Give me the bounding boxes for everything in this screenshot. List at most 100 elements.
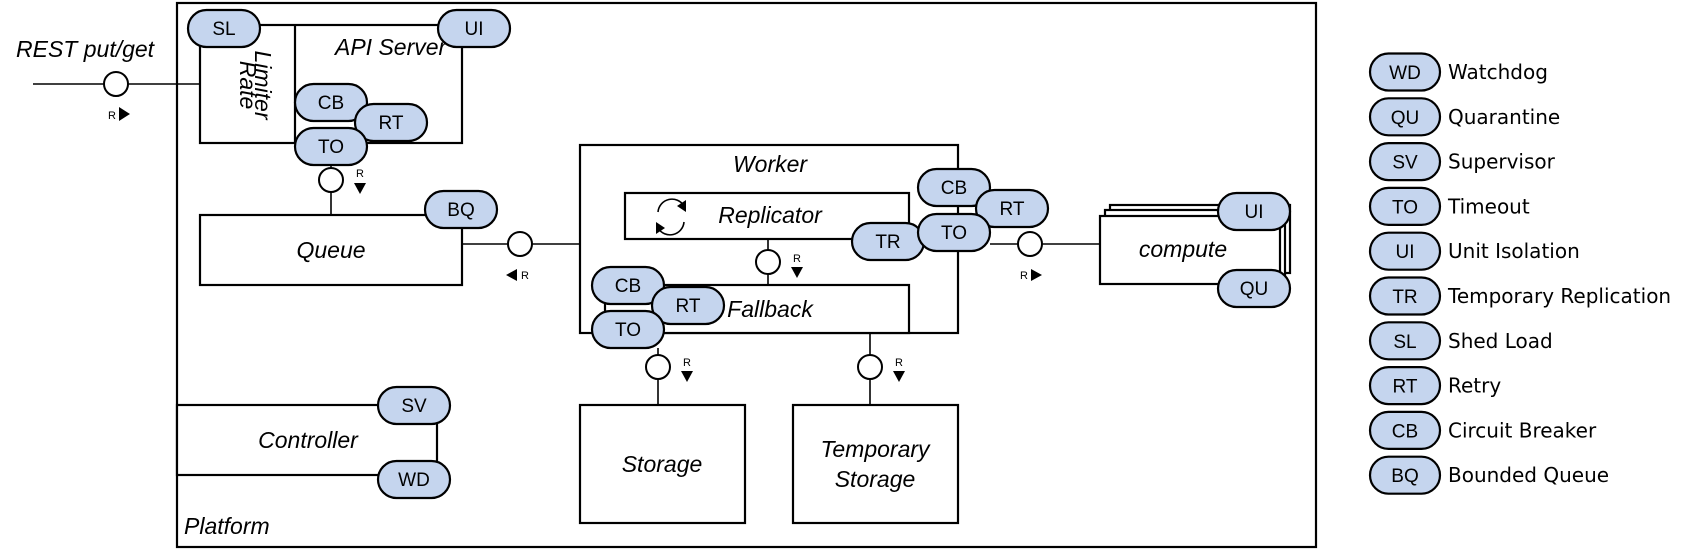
legend-name: Temporary Replication xyxy=(1447,284,1671,308)
bq-badge-label: BQ xyxy=(447,200,474,221)
fallback-label: Fallback xyxy=(727,296,814,322)
worker-label: Worker xyxy=(733,151,808,177)
legend-badge-label: QU xyxy=(1391,108,1420,129)
legend-name: Quarantine xyxy=(1448,105,1560,129)
compute-label: compute xyxy=(1139,236,1227,262)
legend-item: BQ Bounded Queue xyxy=(1368,455,1609,495)
wd-badge-label: WD xyxy=(398,470,430,491)
rt-badge-fallback xyxy=(650,285,726,326)
ui-badge-api-label: UI xyxy=(465,19,484,40)
legend-badge-label: TR xyxy=(1392,287,1417,308)
legend-badge xyxy=(1368,142,1442,182)
qu-badge-label: QU xyxy=(1240,279,1269,300)
storage-box xyxy=(578,403,747,525)
wd-badge xyxy=(376,459,452,500)
rt-badge-api xyxy=(353,102,429,143)
legend-item: WD Watchdog xyxy=(1368,52,1548,92)
worker-compute-r-label: R xyxy=(1020,270,1028,282)
legend-item: CB Circuit Breaker xyxy=(1368,410,1597,450)
legend-name: Retry xyxy=(1448,374,1501,398)
legend-badge xyxy=(1368,366,1442,406)
storage-label: Storage xyxy=(622,451,703,477)
legend-item: SL Shed Load xyxy=(1368,321,1553,361)
sl-badge xyxy=(186,8,262,49)
rt-badge-worker-label: RT xyxy=(1000,199,1025,220)
queue-worker-interface-circle xyxy=(507,231,533,257)
legend-badge xyxy=(1368,276,1442,316)
ui-badge-compute-label: UI xyxy=(1245,202,1264,223)
legend-badge-label: TO xyxy=(1392,197,1418,218)
queue-worker-r-label: R xyxy=(521,270,529,282)
legend-badge xyxy=(1368,52,1442,92)
to-badge-worker-label: TO xyxy=(941,223,967,244)
cb-badge-api-label: CB xyxy=(318,93,344,114)
legend-badge-label: CB xyxy=(1392,421,1418,442)
legend-item: QU Quarantine xyxy=(1368,97,1560,137)
api-queue-interface-circle xyxy=(318,167,344,193)
legend-name: Timeout xyxy=(1447,194,1530,218)
ui-badge-compute xyxy=(1216,191,1292,232)
replicator-fallback-r-label: R xyxy=(793,253,801,265)
fallback-storage-r-label: R xyxy=(683,357,691,369)
fallback-tempstorage-r-arrow xyxy=(893,371,905,382)
platform-label: Platform xyxy=(184,513,270,539)
legend-item: TR Temporary Replication xyxy=(1368,276,1671,316)
replicator-label: Replicator xyxy=(718,202,823,228)
legend-badge-label: SL xyxy=(1393,332,1416,353)
legend-badge xyxy=(1368,410,1442,450)
cb-badge-fallback xyxy=(590,265,666,306)
to-badge-fallback xyxy=(590,309,666,350)
legend-name: Watchdog xyxy=(1448,60,1548,84)
worker-compute-interface-circle xyxy=(1017,231,1043,257)
cb-badge-worker-label: CB xyxy=(941,178,967,199)
rest-r-label: R xyxy=(108,110,116,122)
queue-label: Queue xyxy=(296,237,365,263)
tr-badge-label: TR xyxy=(875,232,900,253)
legend-badge xyxy=(1368,321,1442,361)
rate-label: Rate xyxy=(235,61,261,110)
legend-name: Unit Isolation xyxy=(1448,239,1580,263)
rest-r-arrow xyxy=(119,107,130,121)
legend-badge xyxy=(1368,231,1442,271)
api-server-label: API Server xyxy=(333,34,448,60)
fallback-storage-r-arrow xyxy=(681,371,693,382)
rt-badge-fallback-label: RT xyxy=(676,296,701,317)
refresh-icon xyxy=(656,198,686,236)
ui-badge-api xyxy=(436,8,512,49)
to-badge-worker xyxy=(916,212,992,253)
cb-badge-api xyxy=(293,82,369,123)
legend-badge-label: WD xyxy=(1389,63,1421,84)
controller-label: Controller xyxy=(258,427,359,453)
rest-label: REST put/get xyxy=(16,36,156,62)
legend-badge-label: UI xyxy=(1396,242,1415,263)
fallback-tempstorage-interface-circle xyxy=(857,354,883,380)
legend-badge-label: BQ xyxy=(1391,466,1418,487)
legend-name: Shed Load xyxy=(1448,329,1553,353)
cb-badge-worker xyxy=(916,167,992,208)
rest-interface-circle xyxy=(103,71,129,97)
legend-name: Bounded Queue xyxy=(1448,463,1609,487)
fallback-tempstorage-r-label: R xyxy=(895,357,903,369)
legend-badge xyxy=(1368,455,1442,495)
legend-badge-label: RT xyxy=(1393,377,1418,398)
bq-badge xyxy=(423,189,499,230)
cb-badge-fallback-label: CB xyxy=(615,276,641,297)
to-badge-api-label: TO xyxy=(318,137,344,158)
legend-badge xyxy=(1368,97,1442,137)
queue-box xyxy=(198,213,464,287)
sv-badge-label: SV xyxy=(401,396,427,417)
legend-item: RT Retry xyxy=(1368,366,1501,406)
temp-storage-label-line1: Temporary xyxy=(820,436,931,462)
queue-worker-r-arrow xyxy=(506,269,517,281)
replicator-fallback-interface-circle xyxy=(755,249,781,275)
temp-storage-label-line2: Storage xyxy=(835,466,916,492)
legend-badge xyxy=(1368,186,1442,226)
legend-item: UI Unit Isolation xyxy=(1368,231,1580,271)
rt-badge-worker xyxy=(974,188,1050,229)
api-queue-r-arrow xyxy=(354,183,366,194)
legend-name: Circuit Breaker xyxy=(1448,418,1597,442)
legend-item: TO Timeout xyxy=(1368,186,1530,226)
worker-compute-r-arrow xyxy=(1031,269,1042,281)
